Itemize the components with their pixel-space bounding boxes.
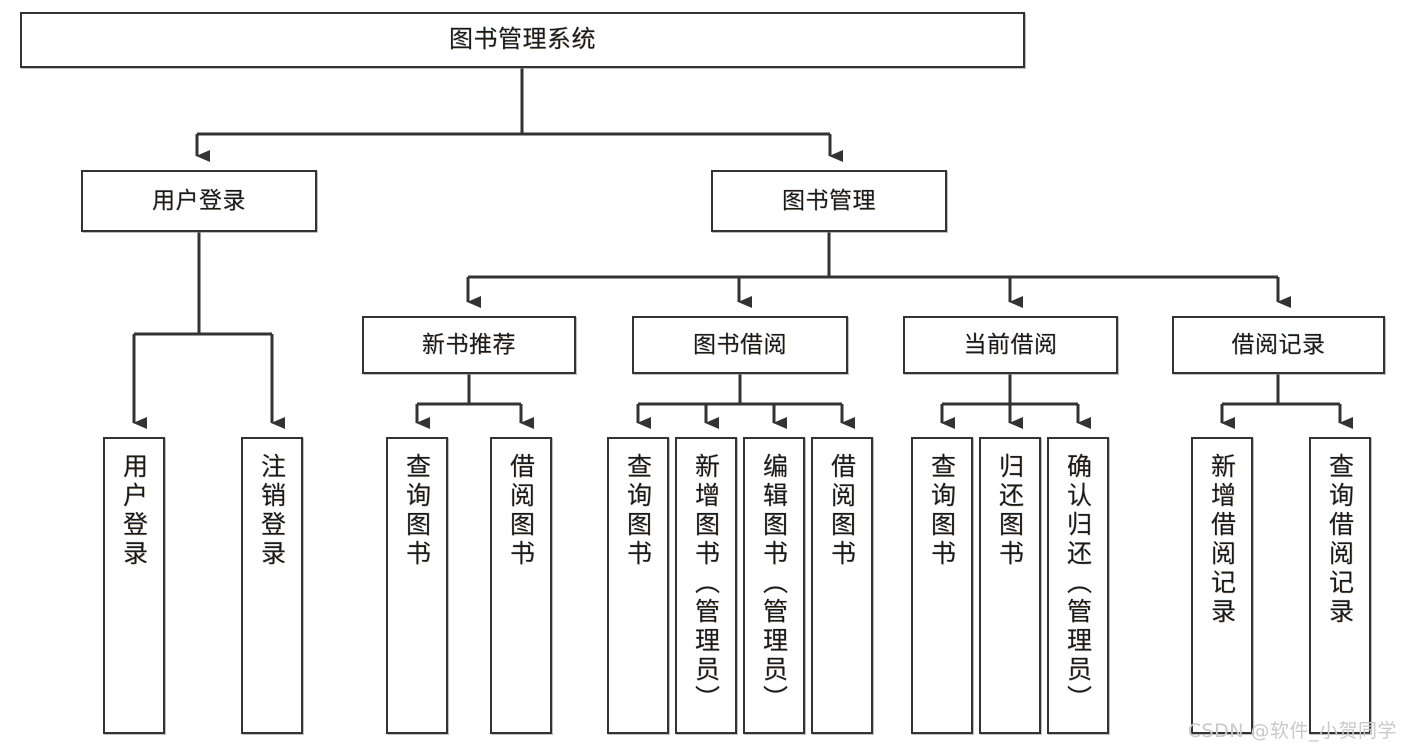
leaf-add-book-admin[interactable]: 新增图书（管理员） <box>675 437 737 734</box>
leaf-label: 借阅图书 <box>506 453 536 569</box>
leaf-label: 查询借阅记录 <box>1325 453 1355 627</box>
leaf-borrow-books-recommend[interactable]: 借阅图书 <box>490 437 552 734</box>
leaf-user-login[interactable]: 用户登录 <box>103 437 165 734</box>
leaf-label: 查询图书 <box>402 453 432 569</box>
node-root-system[interactable]: 图书管理系统 <box>20 12 1025 68</box>
leaf-label: 编辑图书（管理员） <box>759 453 789 714</box>
leaf-add-borrow-record[interactable]: 新增借阅记录 <box>1191 437 1253 734</box>
node-label: 借阅记录 <box>1231 331 1326 358</box>
leaf-query-books[interactable]: 查询图书 <box>607 437 669 734</box>
node-label: 新书推荐 <box>422 331 516 358</box>
node-book-management[interactable]: 图书管理 <box>711 170 947 232</box>
node-label: 图书管理系统 <box>449 25 596 54</box>
csdn-watermark: CSDN @软件_小贺同学 <box>1187 720 1397 742</box>
leaf-query-books-recommend[interactable]: 查询图书 <box>386 437 448 734</box>
node-new-book-recommend[interactable]: 新书推荐 <box>362 316 576 374</box>
leaf-label: 归还图书 <box>995 453 1025 569</box>
node-label: 图书借阅 <box>693 331 787 358</box>
leaf-label: 用户登录 <box>119 453 149 569</box>
node-book-borrow[interactable]: 图书借阅 <box>632 316 848 374</box>
node-label: 当前借阅 <box>963 331 1058 358</box>
node-label: 用户登录 <box>152 187 246 214</box>
leaf-return-books[interactable]: 归还图书 <box>979 437 1041 734</box>
leaf-confirm-return-admin[interactable]: 确认归还（管理员） <box>1047 437 1109 734</box>
node-user-login[interactable]: 用户登录 <box>81 170 317 232</box>
node-current-borrow[interactable]: 当前借阅 <box>903 316 1118 374</box>
leaf-label: 查询图书 <box>927 453 957 569</box>
leaf-borrow-books[interactable]: 借阅图书 <box>811 437 873 734</box>
leaf-logout[interactable]: 注销登录 <box>241 437 303 734</box>
node-borrow-records[interactable]: 借阅记录 <box>1172 316 1385 374</box>
leaf-label: 新增借阅记录 <box>1207 453 1237 627</box>
leaf-label: 借阅图书 <box>827 453 857 569</box>
leaf-edit-book-admin[interactable]: 编辑图书（管理员） <box>743 437 805 734</box>
leaf-query-books-current[interactable]: 查询图书 <box>911 437 973 734</box>
leaf-query-borrow-record[interactable]: 查询借阅记录 <box>1309 437 1371 734</box>
leaf-label: 查询图书 <box>623 453 653 569</box>
leaf-label: 确认归还（管理员） <box>1063 453 1093 714</box>
node-label: 图书管理 <box>782 187 876 214</box>
leaf-label: 新增图书（管理员） <box>691 453 721 714</box>
leaf-label: 注销登录 <box>257 453 287 569</box>
